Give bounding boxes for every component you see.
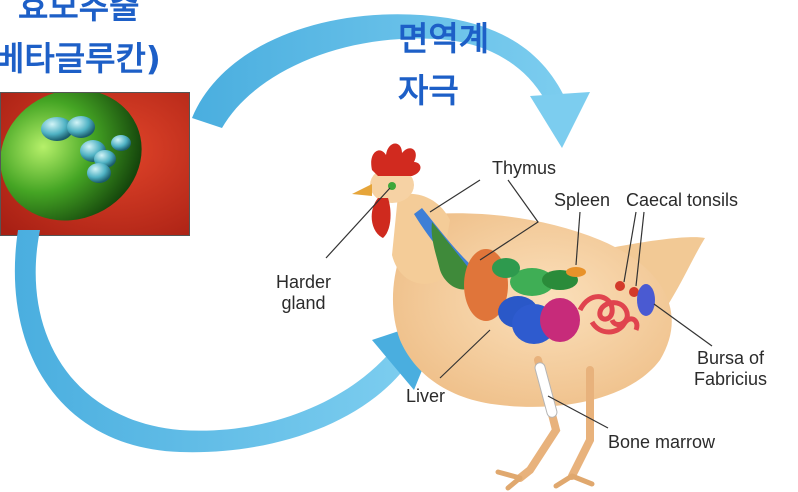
bottom-curved-arrow: [15, 230, 405, 452]
liver-label: Liver: [406, 386, 445, 407]
bursa-organ: [637, 284, 655, 316]
top-curved-arrow: [192, 14, 566, 128]
yeast-extract-label-line2: 베타글루칸): [0, 42, 161, 75]
bone-marrow-label: Bone marrow: [608, 432, 715, 453]
caecal-tonsils-label: Caecal tonsils: [626, 190, 738, 211]
top-arrow-head: [530, 92, 590, 148]
harder-gland-label: Harder gland: [276, 272, 331, 313]
thymus-label: Thymus: [492, 158, 556, 179]
yeast-extract-label-line1: 효모추출: [18, 0, 139, 23]
bursa-of-fabricius-label: Bursa of Fabricius: [694, 348, 767, 389]
immune-stimulation-label-line1: 면역계: [398, 22, 489, 55]
spleen-label: Spleen: [554, 190, 610, 211]
immune-stimulation-label-line2: 자극: [398, 74, 459, 107]
spleen-organ: [566, 267, 586, 277]
